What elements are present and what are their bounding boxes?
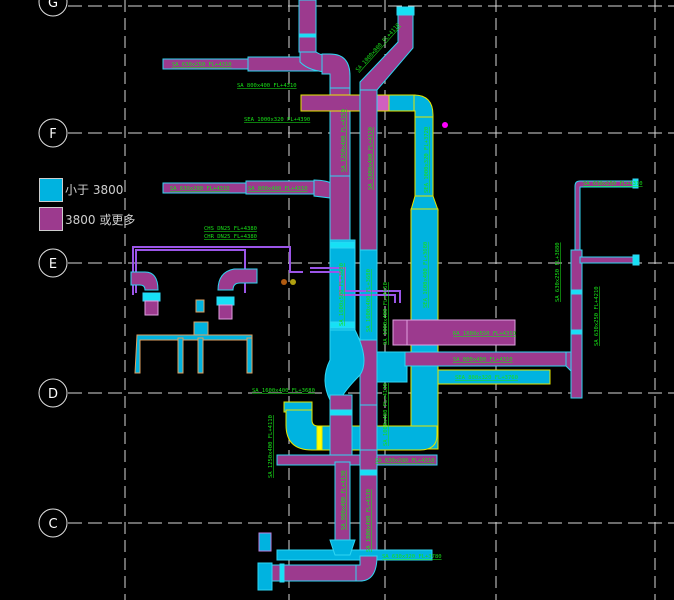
duct-label: SA 800x400 FL+4310 — [237, 83, 297, 89]
fan-coil-units — [130, 268, 258, 374]
duct-label: SEA 1000x320 FL+4390 — [244, 117, 310, 123]
svg-text:G: G — [48, 0, 58, 11]
grid-bubble-f: F — [38, 118, 68, 148]
duct-label: SA 630x200 FL+4310 — [170, 186, 230, 192]
duct-label: SA 630x200 FL+4310 — [375, 458, 435, 464]
duct-label: SEA 1000x320 FL+3720 — [424, 127, 430, 193]
duct-label: SA 800x400 FL+4130 — [341, 470, 347, 530]
duct-label: SA 630x320 FL+3780 — [382, 554, 442, 560]
duct-label: SA 1000x400 FL+4130 — [383, 383, 389, 446]
duct-label: SA 800x400 FL+4310 — [453, 357, 513, 363]
duct-label: SA 1000x400 FL+4110 — [368, 127, 374, 190]
duct-label: CHR DN25 FL+4380 — [204, 234, 257, 240]
grid-bubble-e: E — [38, 248, 68, 278]
duct-label: SA 1000x400 FL+4150 — [383, 282, 389, 345]
duct-label: SA 1600x500 FL+3680 — [339, 263, 345, 326]
duct-label: CHS DN25 FL+4380 — [204, 226, 257, 232]
grid-bubble-c: C — [38, 508, 68, 538]
duct-label: SA 630x250 FL+4310 — [172, 62, 232, 68]
marker-dot — [442, 122, 448, 128]
duct-label: SA 630x250 FL+4210 — [594, 286, 600, 346]
duct-label: SA 630x250 FL+4310 — [583, 181, 643, 187]
duct-label: SA 1250x400 FL+4110 — [268, 415, 274, 478]
legend-label-small: 小于 3800 — [65, 183, 124, 197]
duct-label: SA 800x400 FL+4310 — [248, 186, 308, 192]
svg-text:C: C — [48, 517, 57, 532]
legend-swatch-cyan — [39, 178, 63, 202]
duct-label: SEA 1600x400 FL+3680 — [423, 242, 429, 308]
svg-text:E: E — [49, 257, 57, 272]
duct-network — [162, 0, 640, 591]
duct-label: SA 630x250 FL+3880 — [555, 242, 561, 302]
duct-label: SA 1250x400 FL+4150 — [341, 109, 347, 172]
svg-text:F: F — [49, 127, 56, 142]
svg-text:D: D — [48, 387, 58, 402]
grid-bubble-d: D — [38, 378, 68, 408]
duct-label: SEA 800x320 FL+3760 — [455, 375, 518, 381]
legend-swatch-magenta — [39, 207, 63, 231]
duct-label: RA 1600x550 FL+4310 — [453, 331, 516, 337]
duct-label: SA 1000x400 FL+4130 — [366, 489, 372, 552]
legend-label-large: 3800 或更多 — [65, 213, 136, 227]
grid-bubble-g: G — [38, 0, 68, 17]
duct-label: SA 1600x400 FL+3680 — [252, 388, 315, 394]
duct-label: SA 1600x400 FL+3680 — [366, 269, 372, 332]
